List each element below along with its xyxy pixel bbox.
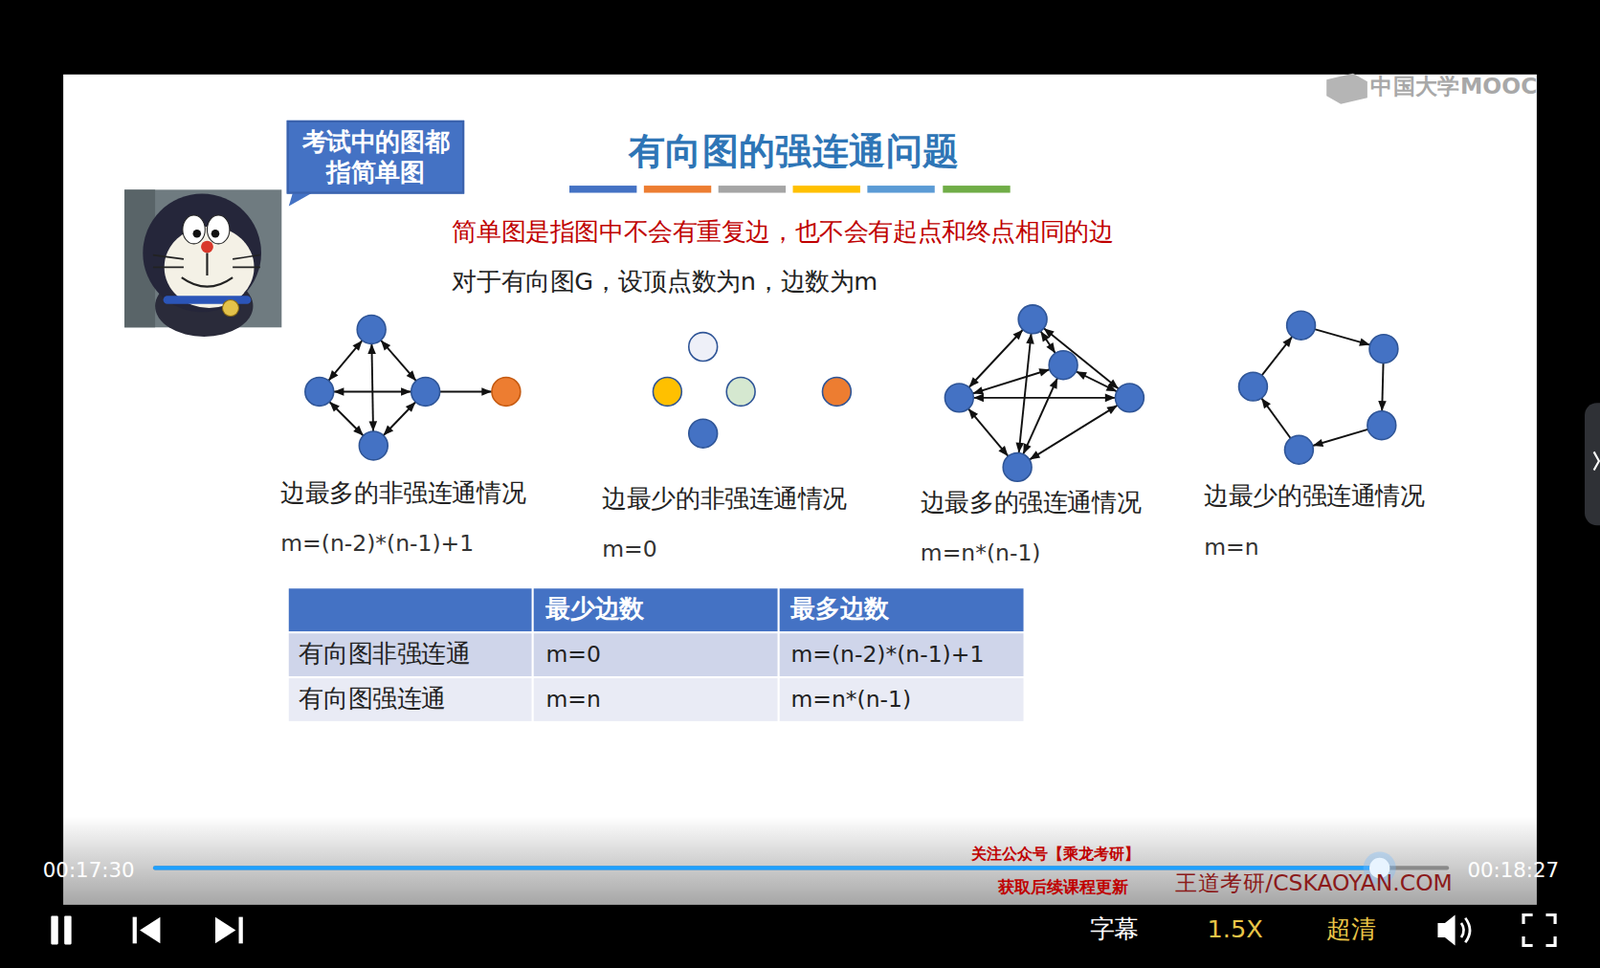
callout-box: 考试中的图都指简单图: [287, 120, 466, 195]
table-header: 最少边数: [545, 595, 644, 625]
player-button: 超清: [1326, 914, 1376, 945]
formula: m=0: [601, 536, 657, 564]
player-icons: [50, 914, 1556, 946]
slide-title: 有向图的强连通问题: [628, 128, 959, 173]
table-cell: m=(n-2)*(n-1)+1: [790, 642, 984, 669]
table-cell: 有向图非强连通: [298, 640, 470, 670]
graph-caption: 边最多的强连通情况: [920, 488, 1141, 519]
graph-min-strong: [1252, 325, 1383, 450]
watermark: 王道考研/CSKAOYAN.COM: [1175, 870, 1452, 898]
time-total: 00:18:27: [1466, 858, 1559, 884]
formula: m=n*(n-1): [920, 540, 1042, 568]
cartoon-cat: [124, 189, 282, 337]
table-cell: 有向图强连通: [298, 685, 446, 715]
title-color-bar: [569, 185, 1011, 193]
formula: m=n: [1203, 534, 1259, 562]
table-cell: m=0: [545, 642, 600, 669]
player-button: 1.5X: [1206, 914, 1263, 945]
callout-text: 考试中的图都指简单图: [298, 126, 452, 188]
table-grid: [288, 588, 1024, 722]
graph-vertices: [1239, 311, 1399, 465]
table-header: 最多边数: [790, 595, 889, 625]
time-elapsed: 00:17:30: [43, 858, 135, 884]
graph-min-non-strong: [652, 333, 851, 448]
graph-vertices: [944, 305, 1144, 482]
player-button: 字幕: [1089, 914, 1139, 945]
watermark-logo: 中国大学MOOC: [1370, 73, 1537, 101]
graph-caption: 边最少的非强连通情况: [601, 485, 847, 515]
intro-text: 对于有向图G，设顶点数为n，边数为m: [451, 266, 878, 297]
table-cell: m=n: [545, 687, 600, 714]
table-cell: m=n*(n-1): [790, 687, 912, 714]
mooc-logo-icon: [1326, 73, 1368, 105]
graph-max-non-strong: [319, 329, 507, 446]
graph-caption: 边最少的强连通情况: [1203, 481, 1424, 512]
graph-vertices: [305, 314, 521, 460]
graph-max-strong: [958, 319, 1130, 468]
graph-caption: 边最多的非强连通情况: [280, 478, 526, 509]
side-tab: [1584, 402, 1600, 526]
formula: m=(n-2)*(n-1)+1: [280, 530, 474, 557]
watermark: 关注公众号【乘龙考研】: [971, 844, 1140, 864]
definition-note: 简单图是指图中不会有重复边，也不会有起点和终点相同的边: [451, 217, 1113, 247]
watermark: 获取后续课程更新: [998, 877, 1129, 897]
